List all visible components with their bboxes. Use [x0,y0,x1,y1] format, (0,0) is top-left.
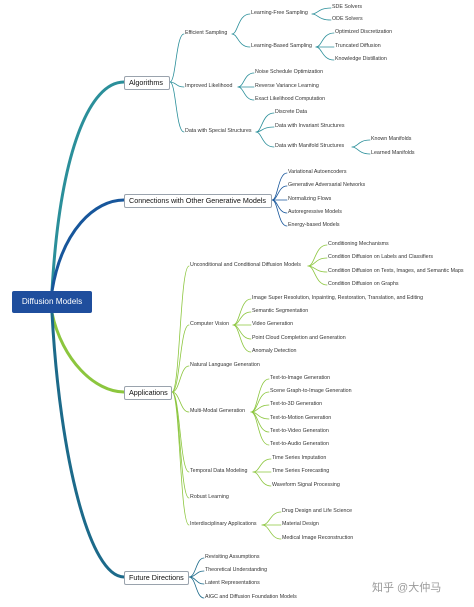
leaf-graphs[interactable]: Condition Diffusion on Graphs [328,281,399,287]
node-temporal-data-modeling[interactable]: Temporal Data Modeling [190,468,248,474]
leaf-latent-representations[interactable]: Latent Representations [205,580,260,586]
node-learning-based-sampling[interactable]: Learning-Based Sampling [251,43,312,49]
zhihu-watermark: 知乎 @大仲马 [372,582,442,594]
leaf-anomaly-detection[interactable]: Anomaly Detection [252,348,297,354]
leaf-known-manifolds[interactable]: Known Manifolds [371,136,412,142]
node-robust-learning[interactable]: Robust Learning [190,494,229,500]
leaf-text-to-image[interactable]: Text-to-Image Generation [270,375,331,381]
node-efficient-sampling[interactable]: Efficient Sampling [185,30,228,36]
leaf-time-series-imputation[interactable]: Time Series Imputation [272,455,327,461]
connector-root-future [50,311,126,579]
connector-root-connections [50,198,126,293]
leaf-scene-graph-to-image[interactable]: Scene Graph-to-Image Generation [270,388,352,394]
leaf-exact-likelihood-computation[interactable]: Exact Likelihood Computation [255,96,326,102]
leaf-text-to-3d[interactable]: Text-to-3D Generation [270,401,323,407]
leaf-semantic-segmentation[interactable]: Semantic Segmentation [252,308,309,314]
leaf-text-to-motion[interactable]: Text-to-Motion Generation [270,415,332,421]
leaf-optimized-discretization[interactable]: Optimized Discretization [335,29,393,35]
branch-algorithms[interactable]: Algorithms [124,76,170,90]
node-interdisciplinary-applications[interactable]: Interdisciplinary Applications [190,521,257,527]
leaf-sde-solvers[interactable]: SDE Solvers [332,4,363,10]
leaf-drug-design[interactable]: Drug Design and Life Science [282,508,353,514]
node-improved-likelihood[interactable]: Improved Likelihood [185,83,233,89]
leaf-aigc-foundation-models[interactable]: AIGC and Diffusion Foundation Models [205,594,297,600]
leaf-medical-image-reconstruction[interactable]: Medical Image Reconstruction [282,535,354,541]
node-data-special-structures[interactable]: Data with Special Structures [185,128,252,134]
leaf-waveform-signal-processing[interactable]: Waveform Signal Processing [272,482,340,488]
leaf-point-cloud[interactable]: Point Cloud Completion and Generation [252,335,346,341]
node-computer-vision[interactable]: Computer Vision [190,321,230,327]
leaf-noise-schedule-optimization[interactable]: Noise Schedule Optimization [255,69,324,75]
leaf-material-design[interactable]: Material Design [282,521,319,527]
node-learning-free-sampling[interactable]: Learning-Free Sampling [251,10,308,16]
leaf-learned-manifolds[interactable]: Learned Manifolds [371,150,415,156]
leaf-gan[interactable]: Generative Adversarial Networks [288,182,366,188]
leaf-texts-images-semantic[interactable]: Condition Diffusion on Texts, Images, an… [328,268,464,274]
leaf-image-super-resolution[interactable]: Image Super Resolution, Inpainting, Rest… [252,295,424,301]
leaf-theoretical-understanding[interactable]: Theoretical Understanding [205,567,268,573]
leaf-revisiting-assumptions[interactable]: Revisiting Assumptions [205,554,260,560]
connector-root-algorithms [50,80,126,293]
leaf-reverse-variance-learning[interactable]: Reverse Variance Learning [255,83,319,89]
node-natural-language-generation[interactable]: Natural Language Generation [190,362,260,368]
leaf-vae[interactable]: Variational Autoencoders [288,169,347,175]
leaf-truncated-diffusion[interactable]: Truncated Diffusion [335,43,381,49]
node-multi-modal-generation[interactable]: Multi-Modal Generation [190,408,246,414]
branch-future-directions[interactable]: Future Directions [124,571,189,585]
leaf-discrete-data[interactable]: Discrete Data [275,109,308,115]
leaf-text-to-audio[interactable]: Text-to-Audio Generation [270,441,329,447]
branch-applications[interactable]: Applications [124,386,172,400]
leaf-video-generation[interactable]: Video Generation [252,321,294,327]
leaf-ode-solvers[interactable]: ODE Solvers [332,16,363,22]
leaf-labels-classifiers[interactable]: Condition Diffusion on Labels and Classi… [328,254,434,260]
leaf-text-to-video[interactable]: Text-to-Video Generation [270,428,329,434]
leaf-time-series-forecasting[interactable]: Time Series Forecasting [272,468,330,474]
node-unconditional-conditional[interactable]: Unconditional and Conditional Diffusion … [190,262,301,268]
node-manifold-structures[interactable]: Data with Manifold Structures [275,143,345,149]
branch-connections[interactable]: Connections with Other Generative Models [124,194,272,208]
leaf-conditioning-mechanisms[interactable]: Conditioning Mechanisms [328,241,389,247]
root-node-diffusion-models[interactable]: Diffusion Models [12,291,92,313]
leaf-autoregressive-models[interactable]: Autoregressive Models [288,209,342,215]
leaf-normalizing-flows[interactable]: Normalizing Flows [288,196,332,202]
leaf-energy-based-models[interactable]: Energy-based Models [288,222,340,228]
connector-root-applications [50,311,126,394]
leaf-knowledge-distillation[interactable]: Knowledge Distillation [335,56,387,62]
leaf-invariant-structures[interactable]: Data with Invariant Structures [275,123,345,129]
